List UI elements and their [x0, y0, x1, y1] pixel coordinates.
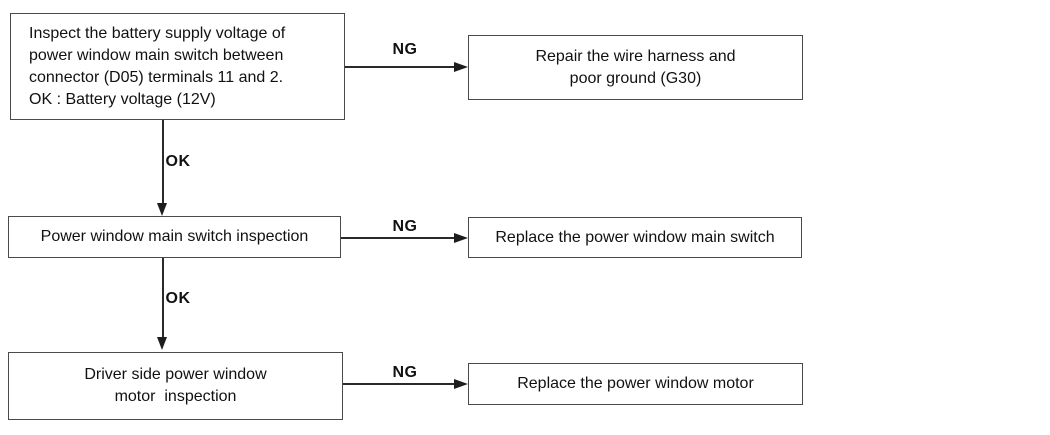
connector-line-ng-2: [341, 237, 456, 239]
arrowhead-right-icon: [454, 62, 468, 72]
node-text-line: Replace the power window main switch: [495, 228, 775, 246]
node-text-line: motor inspection: [114, 388, 237, 405]
arrowhead-right-icon: [454, 379, 468, 389]
node-text-line: OK : Battery voltage (12V): [29, 90, 216, 108]
arrowhead-right-icon: [454, 233, 468, 243]
connector-line-ok-1: [162, 120, 164, 204]
flowchart-node-replace-main-switch: Replace the power window main switch: [468, 217, 802, 258]
arrowhead-down-icon: [157, 337, 167, 350]
node-text-line: Repair the wire harness and: [535, 47, 736, 65]
node-text-line: Power window main switch inspection: [40, 228, 309, 245]
node-text-line: connector (D05) terminals 11 and 2.: [29, 68, 284, 86]
connector-label-ng-3: NG: [392, 364, 418, 381]
connector-line-ok-2: [162, 258, 164, 338]
flowchart-node-motor-inspection: Driver side power window motor inspectio…: [8, 352, 343, 420]
connector-label-ok-1: OK: [165, 153, 191, 170]
connector-label-ng-1: NG: [392, 41, 418, 58]
node-text-line: power window main switch between: [29, 46, 284, 64]
connector-label-ok-2: OK: [165, 290, 191, 307]
connector-line-ng-3: [343, 383, 456, 385]
arrowhead-down-icon: [157, 203, 167, 216]
flowchart-node-inspect-battery-voltage: Inspect the battery supply voltage of po…: [10, 13, 345, 120]
node-text-line: Replace the power window motor: [517, 375, 754, 392]
flowchart-node-repair-wire-harness: Repair the wire harness and poor ground …: [468, 35, 803, 100]
flowchart-node-main-switch-inspection: Power window main switch inspection: [8, 216, 341, 258]
flowchart-node-replace-motor: Replace the power window motor: [468, 363, 803, 405]
connector-label-ng-2: NG: [392, 218, 418, 235]
node-text-line: Inspect the battery supply voltage of: [29, 24, 286, 42]
node-text-line: poor ground (G30): [569, 69, 702, 87]
node-text-line: Driver side power window: [84, 366, 267, 383]
connector-line-ng-1: [345, 66, 456, 68]
